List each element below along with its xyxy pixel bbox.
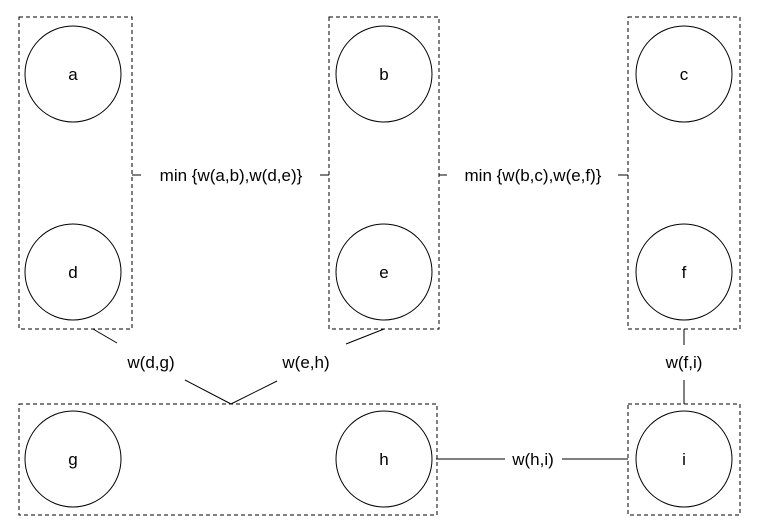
node-label-e: e (379, 263, 388, 282)
node-i: i (635, 410, 733, 508)
edge-label-eh: w(e,h) (281, 353, 329, 372)
edge-dg-top (92, 328, 118, 344)
edge-label-ad-be: min {w(a,b),w(d,e)} (160, 166, 303, 185)
edge-dg-bottom (184, 379, 232, 405)
group-gh (18, 403, 438, 516)
edge-label-dg: w(d,g) (126, 353, 174, 372)
edge-eh-top (345, 328, 385, 345)
node-h: h (335, 410, 433, 508)
node-b: b (335, 25, 433, 123)
node-e: e (335, 223, 433, 321)
node-label-g: g (68, 450, 77, 469)
group-ad (18, 16, 133, 330)
node-c: c (635, 25, 733, 123)
edge-label-be-cf: min {w(b,c),w(e,f)} (465, 166, 602, 185)
node-label-f: f (682, 263, 687, 282)
node-label-h: h (379, 450, 388, 469)
node-f: f (635, 223, 733, 321)
node-a: a (24, 25, 122, 123)
edge-eh-bottom (230, 380, 278, 405)
edge-label-fi: w(f,i) (665, 353, 703, 372)
node-label-a: a (68, 65, 78, 84)
node-g: g (24, 410, 122, 508)
node-label-d: d (68, 263, 77, 282)
node-label-i: i (682, 450, 686, 469)
edge-label-hi: w(h,i) (511, 450, 554, 469)
node-label-c: c (680, 65, 689, 84)
node-d: d (24, 223, 122, 321)
node-label-b: b (379, 65, 388, 84)
